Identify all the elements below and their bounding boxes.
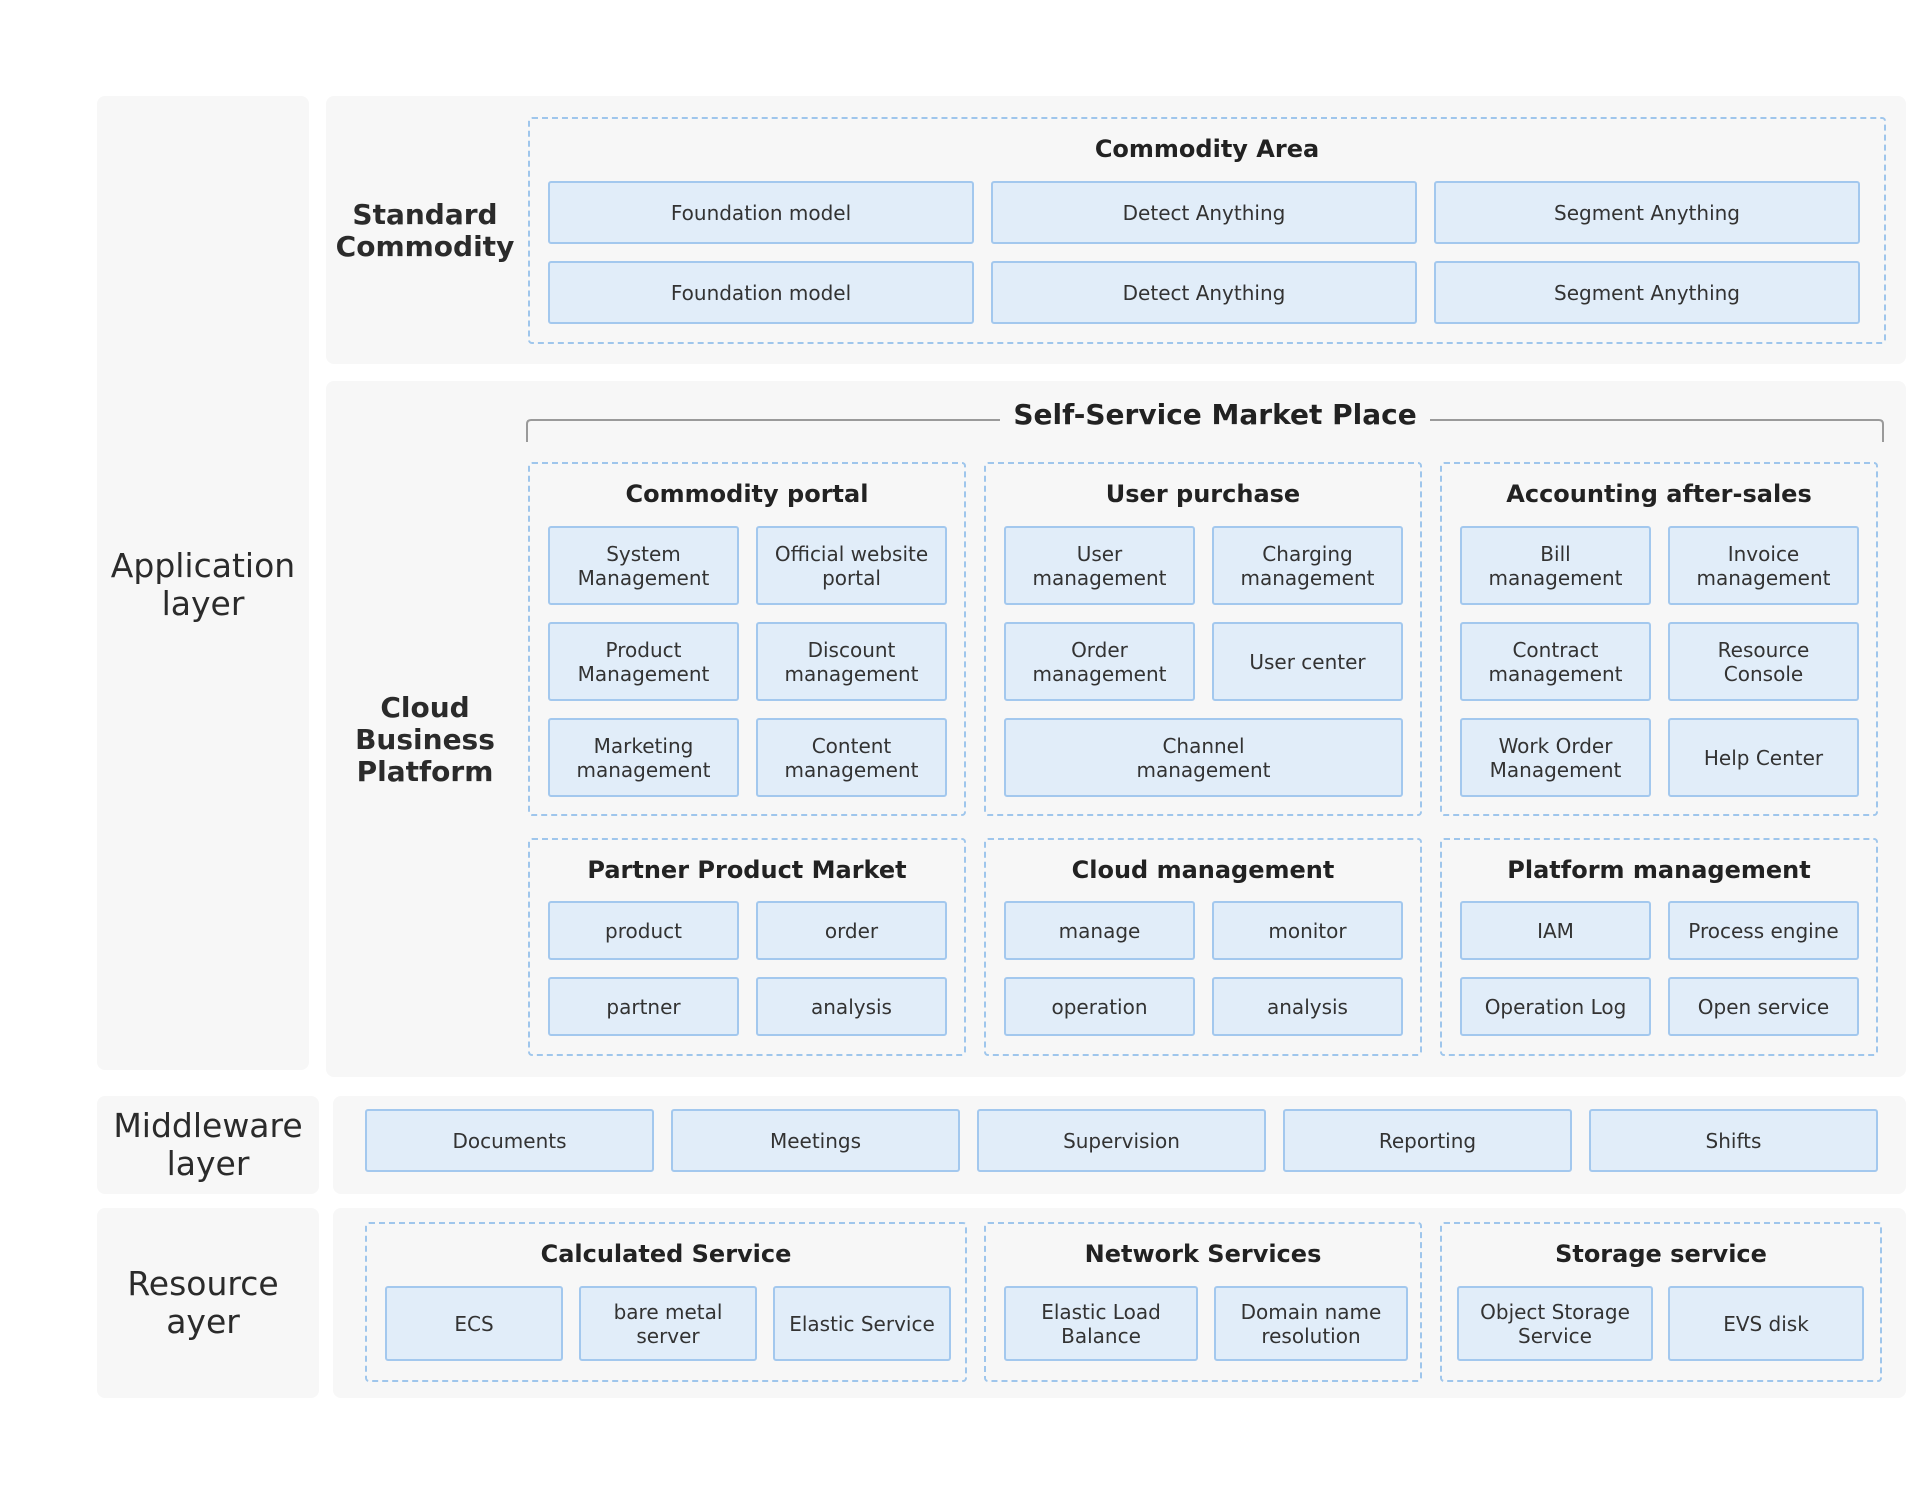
accounting-item[interactable]: Invoice management [1668, 526, 1859, 605]
accounting-item[interactable]: Contract management [1460, 622, 1651, 701]
accounting-item[interactable]: Resource Console [1668, 622, 1859, 701]
commodity-area-title: Commodity Area [1094, 135, 1320, 163]
purchase-item[interactable]: User center [1212, 622, 1403, 701]
purchase-item[interactable]: User management [1004, 526, 1195, 605]
calculated-item[interactable]: Elastic Service [773, 1286, 951, 1361]
network-item[interactable]: Domain name resolution [1214, 1286, 1408, 1361]
resource-layer-label: Resource ayer [127, 1264, 279, 1341]
storage-item[interactable]: EVS disk [1668, 1286, 1864, 1361]
cloud-item[interactable]: operation [1004, 977, 1195, 1036]
platform-item[interactable]: Open service [1668, 977, 1859, 1036]
cloud-item[interactable]: manage [1004, 901, 1195, 960]
middleware-item[interactable]: Meetings [671, 1109, 960, 1172]
accounting-group [1440, 462, 1878, 816]
platform-item[interactable]: Process engine [1668, 901, 1859, 960]
middleware-item[interactable]: Documents [365, 1109, 654, 1172]
portal-item[interactable]: Content management [756, 718, 947, 797]
calculated-item[interactable]: ECS [385, 1286, 563, 1361]
middleware-item[interactable]: Reporting [1283, 1109, 1572, 1172]
commodity-item[interactable]: Detect Anything [991, 181, 1417, 244]
commodity-item[interactable]: Foundation model [548, 261, 974, 324]
cloud-management-title: Cloud management [1071, 856, 1335, 884]
standard-commodity-label: Standard Commodity [335, 198, 515, 263]
accounting-item[interactable]: Help Center [1668, 718, 1859, 797]
accounting-item[interactable]: Bill management [1460, 526, 1651, 605]
commodity-area-group [528, 117, 1886, 344]
platform-management-group [1440, 838, 1878, 1056]
partner-item[interactable]: partner [548, 977, 739, 1036]
network-services-group [984, 1222, 1422, 1382]
partner-market-title: Partner Product Market [587, 856, 907, 884]
middleware-label-panel [97, 1096, 319, 1194]
portal-item[interactable]: Discount management [756, 622, 947, 701]
middleware-item[interactable]: Shifts [1589, 1109, 1878, 1172]
commodity-item[interactable]: Segment Anything [1434, 261, 1860, 324]
storage-service-group [1440, 1222, 1882, 1382]
commodity-item[interactable]: Segment Anything [1434, 181, 1860, 244]
cloud-management-group [984, 838, 1422, 1056]
application-layer-label: Application layer [110, 546, 296, 623]
partner-item[interactable]: order [756, 901, 947, 960]
purchase-item[interactable]: Channel management [1004, 718, 1403, 797]
platform-item[interactable]: Operation Log [1460, 977, 1651, 1036]
accounting-item[interactable]: Work Order Management [1460, 718, 1651, 797]
portal-item[interactable]: System Management [548, 526, 739, 605]
calculated-item[interactable]: bare metal server [579, 1286, 757, 1361]
purchase-item[interactable]: Charging management [1212, 526, 1403, 605]
middleware-item[interactable]: Supervision [977, 1109, 1266, 1172]
application-layer-panel [97, 96, 309, 1070]
network-item[interactable]: Elastic Load Balance [1004, 1286, 1198, 1361]
portal-item[interactable]: Product Management [548, 622, 739, 701]
middleware-layer-label: Middleware layer [113, 1106, 303, 1183]
calculated-service-group [365, 1222, 967, 1382]
accounting-title: Accounting after-sales [1506, 480, 1812, 508]
platform-item[interactable]: IAM [1460, 901, 1651, 960]
network-services-title: Network Services [1084, 1240, 1322, 1268]
storage-item[interactable]: Object Storage Service [1457, 1286, 1653, 1361]
platform-management-title: Platform management [1507, 856, 1811, 884]
market-place-title: Self-Service Market Place [1000, 398, 1430, 431]
user-purchase-title: User purchase [1105, 480, 1301, 508]
storage-service-title: Storage service [1555, 1240, 1767, 1268]
cloud-business-platform-label: Cloud Business Platform [355, 691, 495, 788]
partner-item[interactable]: analysis [756, 977, 947, 1036]
calculated-service-title: Calculated Service [540, 1240, 792, 1268]
partner-market-group [528, 838, 966, 1056]
user-purchase-group [984, 462, 1422, 816]
cloud-item[interactable]: monitor [1212, 901, 1403, 960]
commodity-portal-group [528, 462, 966, 816]
commodity-item[interactable]: Detect Anything [991, 261, 1417, 324]
portal-item[interactable]: Marketing management [548, 718, 739, 797]
commodity-item[interactable]: Foundation model [548, 181, 974, 244]
commodity-portal-title: Commodity portal [625, 480, 869, 508]
portal-item[interactable]: Official website portal [756, 526, 947, 605]
partner-item[interactable]: product [548, 901, 739, 960]
purchase-item[interactable]: Order management [1004, 622, 1195, 701]
cloud-item[interactable]: analysis [1212, 977, 1403, 1036]
resource-label-panel [97, 1208, 319, 1398]
